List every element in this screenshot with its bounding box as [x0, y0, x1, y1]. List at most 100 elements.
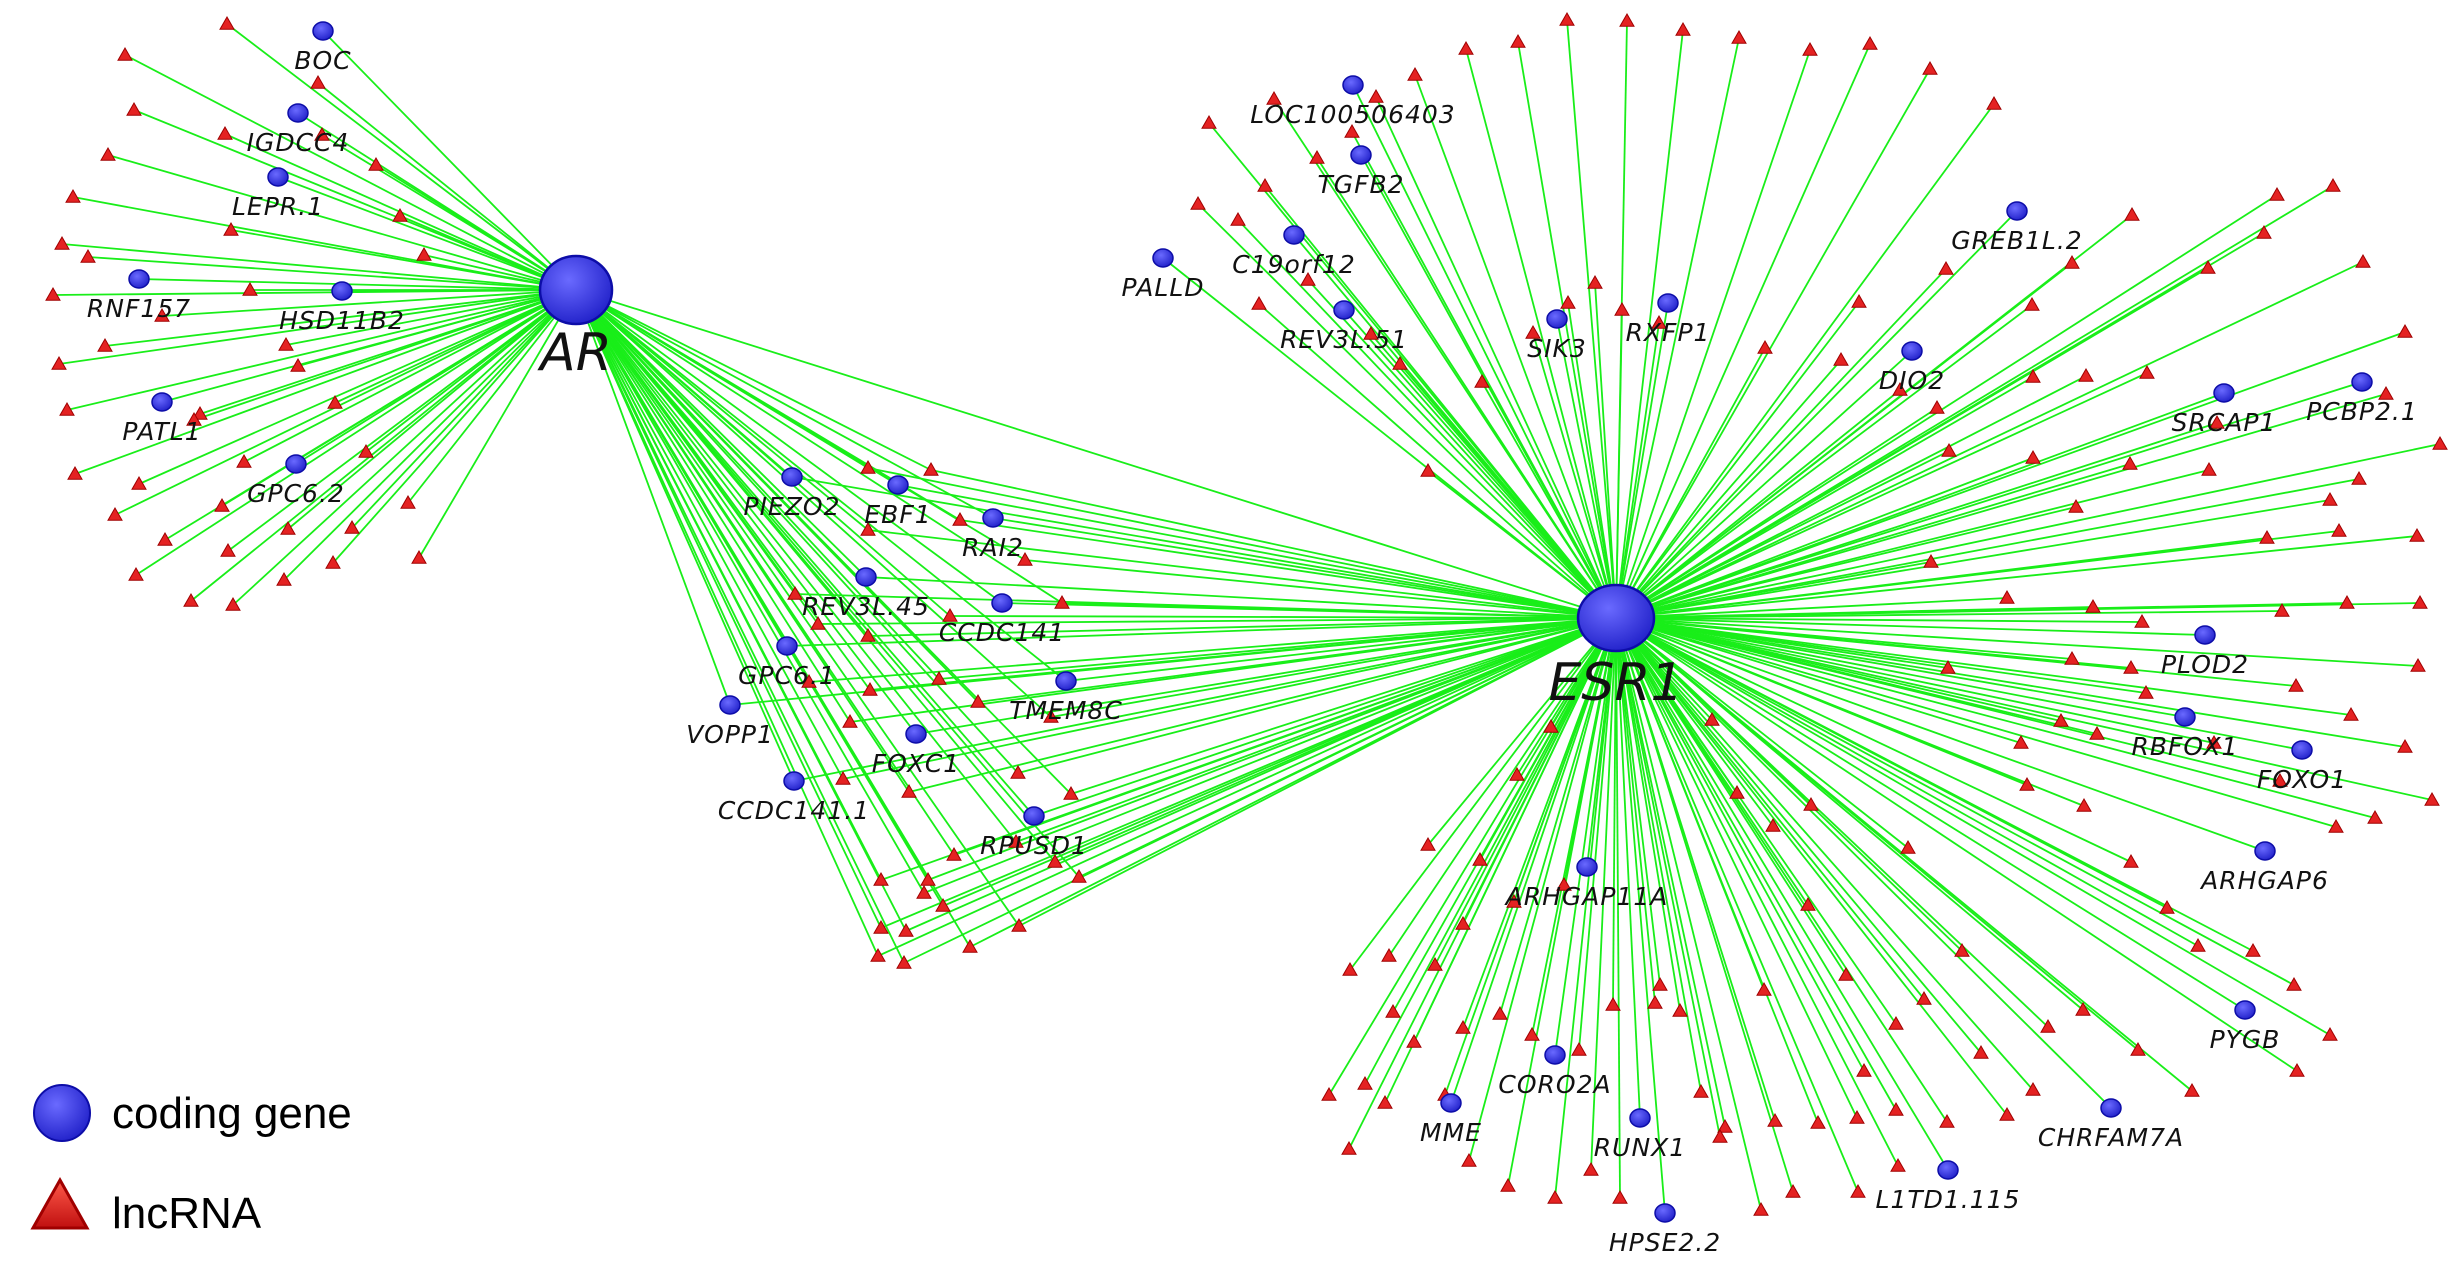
red-triangle-icon — [30, 1176, 90, 1230]
lncrna-node — [2053, 712, 2069, 727]
edge — [877, 617, 1617, 957]
edge — [1615, 617, 1641, 1119]
edge — [418, 289, 577, 559]
lncrna-node — [1556, 876, 1572, 891]
lncrna-node — [1583, 1161, 1599, 1176]
edge — [1615, 617, 1702, 1093]
edge — [1615, 617, 2132, 863]
lncrna-node — [157, 531, 173, 546]
lncrna-node — [220, 542, 236, 557]
edge — [285, 289, 577, 346]
lncrna-node — [1251, 295, 1267, 310]
lncrna-node — [1547, 1189, 1563, 1204]
gene-label: VOPP1 — [686, 720, 774, 749]
edge — [1615, 617, 2433, 801]
lncrna-node — [1765, 817, 1781, 832]
lncrna-node — [327, 394, 343, 409]
lncrna-node — [787, 585, 803, 600]
edge — [575, 289, 731, 706]
lncrna-node — [1010, 764, 1026, 779]
lncrna-node — [2134, 613, 2150, 628]
lncrna-node — [1458, 40, 1474, 55]
edge — [1615, 210, 2018, 619]
edge — [1554, 617, 1617, 1199]
edge — [1615, 617, 2022, 744]
lncrna-node — [2139, 364, 2155, 379]
lncrna-node — [1800, 896, 1816, 911]
lncrna-node — [54, 235, 70, 250]
edge — [793, 617, 1617, 782]
edge — [283, 289, 577, 581]
lncrna-node — [1900, 839, 1916, 854]
edge — [1615, 302, 1669, 619]
edge — [1237, 219, 1617, 619]
edge — [575, 289, 1072, 795]
lncrna-node — [2078, 367, 2094, 382]
lncrna-node — [2025, 449, 2041, 464]
edge — [729, 617, 1617, 706]
lncrna-node — [1455, 915, 1471, 930]
gene-label: PLOD2 — [2161, 650, 2249, 679]
edge — [575, 289, 793, 478]
gene-label: HSD11B2 — [279, 306, 405, 335]
gene-node — [1546, 309, 1568, 329]
edge — [575, 289, 899, 486]
lncrna-node — [2068, 498, 2084, 513]
lncrna-node — [1838, 966, 1854, 981]
lncrna-node — [1500, 1177, 1516, 1192]
lncrna-node — [1605, 996, 1621, 1011]
edge — [575, 289, 932, 471]
lncrna-node — [962, 938, 978, 953]
edge — [1615, 463, 2131, 619]
edge — [1615, 617, 1925, 1000]
gene-label: HPSE2.2 — [1609, 1228, 1721, 1257]
gene-node — [128, 269, 150, 289]
edge — [1615, 185, 2334, 619]
hub-node-esr1 — [1576, 583, 1656, 653]
gene-label: PCBP2.1 — [2306, 397, 2418, 426]
gene-label: REV3L.45 — [802, 592, 930, 621]
lncrna-node — [1017, 551, 1033, 566]
edge — [1615, 617, 1621, 1199]
edge — [124, 54, 577, 291]
edge — [1349, 617, 1617, 971]
lncrna-node — [59, 401, 75, 416]
lncrna-node — [2184, 1082, 2200, 1097]
edge — [1615, 617, 2034, 1091]
edge — [1615, 617, 2303, 751]
lncrna-node — [411, 549, 427, 564]
lncrna-node — [862, 681, 878, 696]
lncrna-node — [358, 443, 374, 458]
edge — [1258, 303, 1617, 619]
edge — [1615, 393, 2387, 619]
edge — [295, 289, 577, 465]
lncrna-node — [1492, 1005, 1508, 1020]
lncrna-node — [873, 871, 889, 886]
edge — [1615, 617, 2112, 1109]
edge — [1070, 617, 1617, 795]
edge — [1615, 617, 1774, 827]
edge — [1615, 304, 2033, 619]
gene-label: DIO2 — [1879, 366, 1945, 395]
edge — [1615, 214, 2133, 619]
gene-node — [2291, 740, 2313, 760]
lncrna-node — [1300, 271, 1316, 286]
edge — [1615, 617, 2186, 718]
edge — [1615, 372, 2148, 619]
lncrna-node — [970, 693, 986, 708]
gene-node — [1283, 225, 1305, 245]
edge — [1427, 617, 1617, 846]
edge — [1563, 617, 1617, 886]
edge — [230, 229, 577, 291]
edge — [1615, 617, 1909, 849]
edge — [1532, 332, 1617, 619]
lncrna-node — [1612, 1189, 1628, 1204]
gene-node — [2213, 383, 2235, 403]
lncrna-node — [1406, 1033, 1422, 1048]
lncrna-node — [1420, 836, 1436, 851]
legend-lncrna-label: lncRNA — [112, 1189, 262, 1238]
edge — [1615, 617, 1681, 1012]
lncrna-node — [2286, 976, 2302, 991]
